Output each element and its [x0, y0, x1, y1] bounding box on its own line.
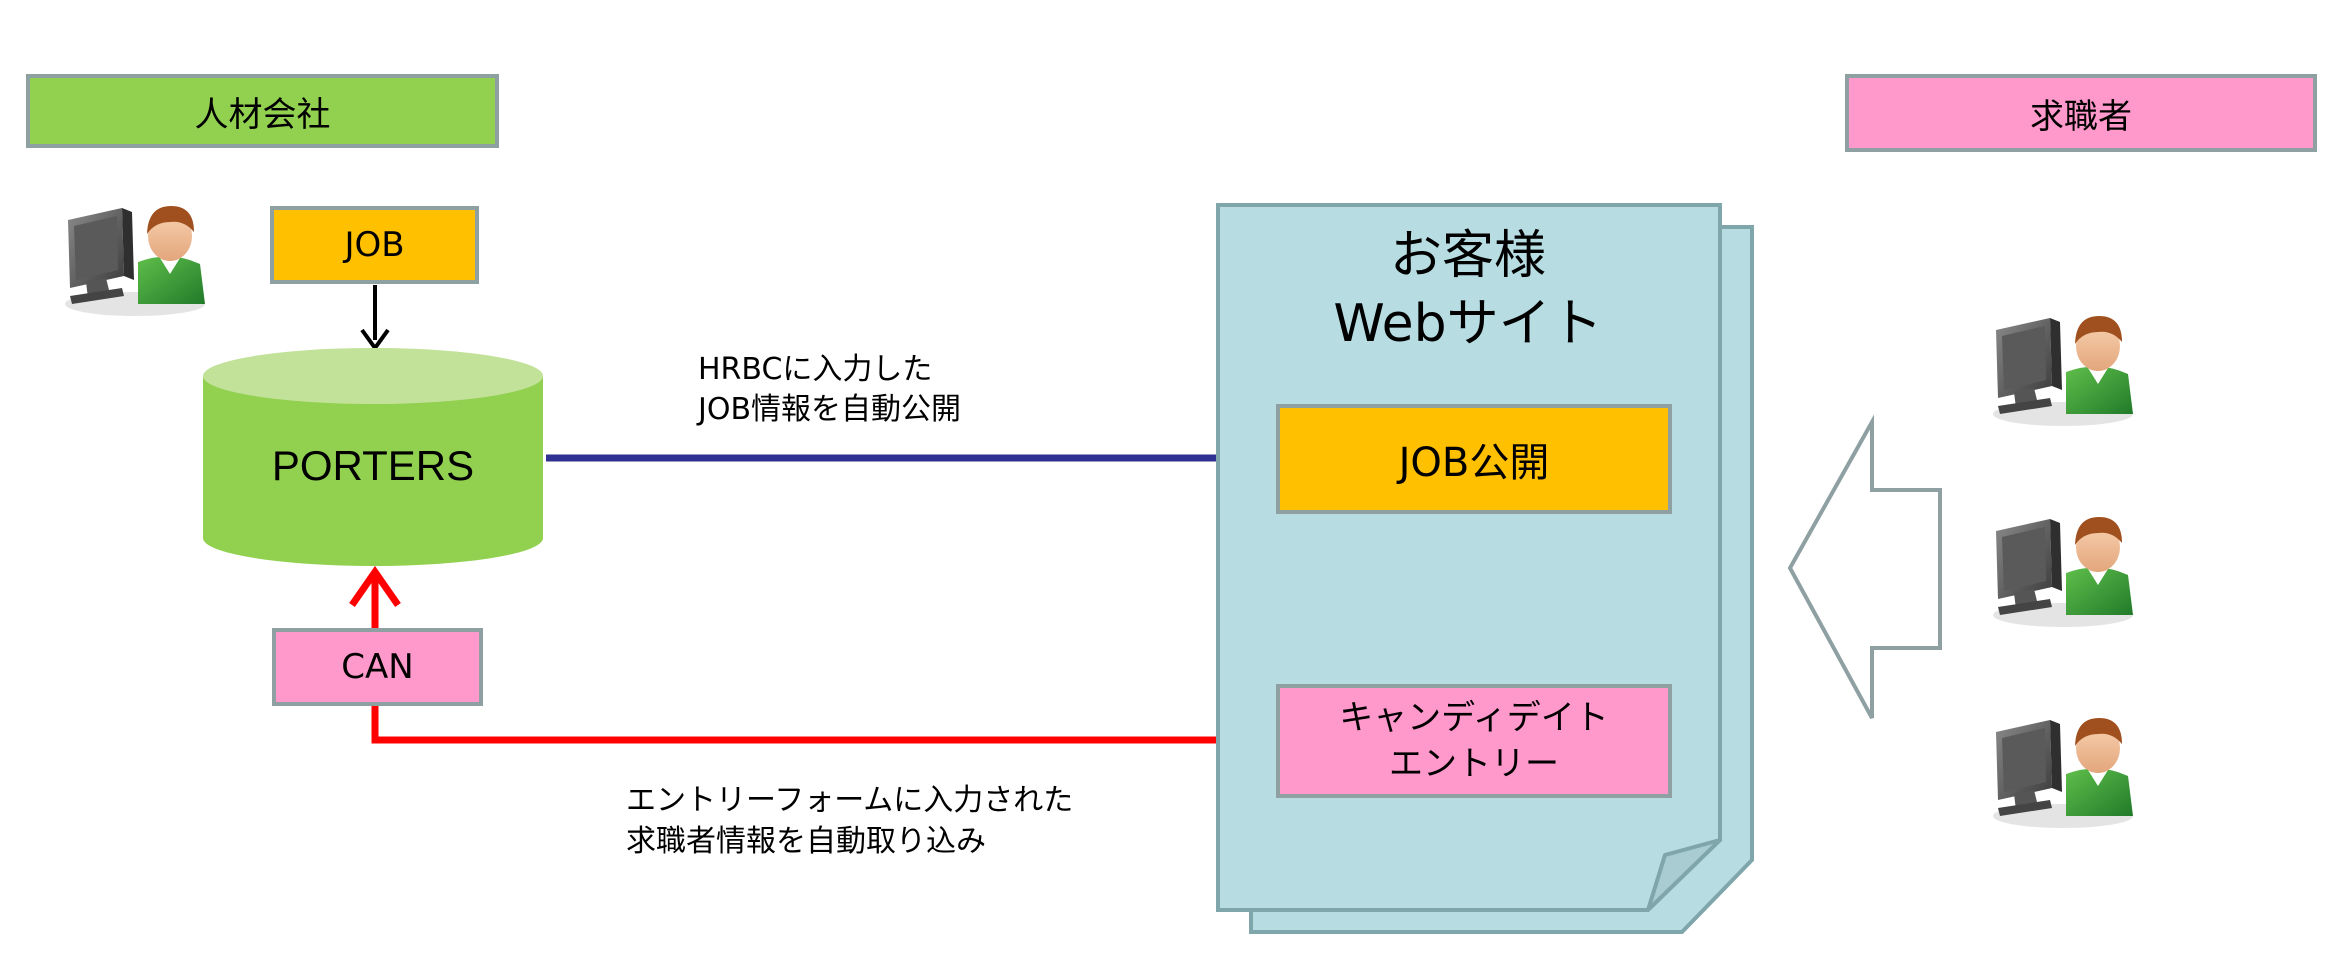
publish-edge-label: HRBCに入力した JOB情報を自動公開	[698, 352, 962, 427]
seeker-header-label: 求職者	[2030, 96, 2132, 137]
can-box: CAN	[272, 628, 483, 706]
job-down-arrow	[360, 285, 390, 352]
publish-arrow	[546, 431, 1281, 485]
company-header: 人材会社	[26, 74, 499, 148]
candidate-entry-box: キャンディデイト エントリー	[1276, 684, 1672, 798]
job-publish-box: JOB公開	[1276, 404, 1672, 514]
candidate-entry-label: キャンディデイト エントリー	[1339, 698, 1609, 784]
import-arrow	[349, 565, 1280, 744]
porters-label: PORTERS	[271, 442, 475, 489]
can-label: CAN	[341, 647, 414, 687]
seeker-header: 求職者	[1845, 74, 2317, 152]
seeker-user-icon	[1993, 718, 2133, 828]
company-header-label: 人材会社	[194, 94, 331, 135]
job-input-box: JOB	[270, 206, 479, 284]
seeker-user-icon	[1993, 316, 2133, 426]
big-left-arrow-icon	[1787, 414, 1942, 719]
import-edge-label: エントリーフォームに入力された 求職者情報を自動取り込み	[626, 783, 1074, 859]
company-user-icon	[65, 206, 205, 316]
website-title: お客様 Webサイト	[1333, 226, 1603, 354]
job-publish-label: JOB公開	[1398, 440, 1550, 486]
seeker-user-icon	[1993, 517, 2133, 627]
job-input-label: JOB	[344, 225, 405, 265]
porters-database	[203, 348, 543, 566]
